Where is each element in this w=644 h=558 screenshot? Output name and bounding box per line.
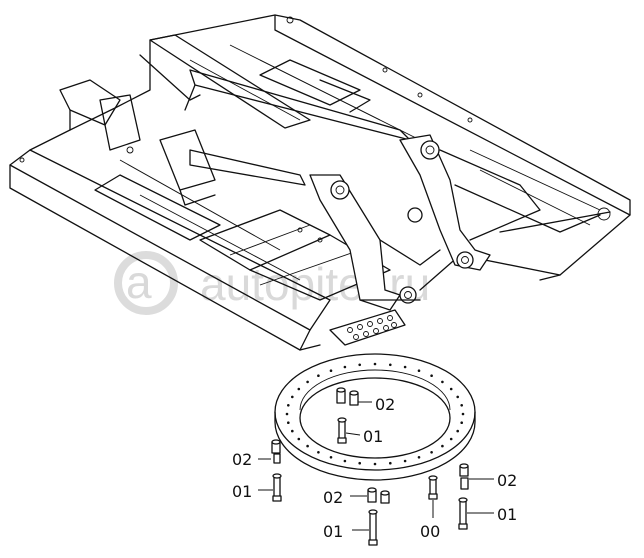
bearing-hole [449, 387, 453, 391]
bearing-hole [389, 461, 392, 465]
nut-left [271, 439, 281, 464]
bearing-hole [461, 412, 465, 416]
bearing-bolt-holes [285, 362, 465, 466]
callout-02-right: 02 [497, 471, 517, 490]
bearing-hole [329, 369, 333, 373]
bearing-hole [291, 395, 294, 399]
fasteners [271, 387, 469, 546]
bolt-right [458, 497, 468, 530]
bearing-hole [373, 362, 377, 366]
callout-01-center: 01 [323, 522, 343, 541]
bearing-hole [358, 363, 362, 367]
bearing-hole [291, 429, 294, 433]
callout-labels: 02 01 02 01 02 01 00 02 01 [232, 395, 517, 541]
bearing-hole [373, 462, 377, 466]
callout-02-center: 02 [323, 488, 343, 507]
bearing-hole [317, 451, 320, 454]
bearing-hole [329, 456, 333, 459]
bearing-hole [306, 380, 309, 384]
nut-upper-a [336, 387, 346, 404]
frame-holes [19, 16, 473, 243]
bearing-hole [389, 363, 392, 367]
bearing-hole [287, 421, 290, 425]
step-plate-holes [347, 315, 397, 340]
bearing-hole [460, 404, 464, 407]
bearing-hole [285, 412, 289, 416]
bearing-hole [306, 444, 309, 448]
callout-02-left: 02 [232, 450, 252, 469]
bolt-upper [337, 417, 347, 444]
bearing-hole [430, 374, 433, 378]
watermark-glyph: a [126, 256, 152, 308]
watermark: a autopiter.ru [114, 251, 430, 315]
bearing-hole [403, 459, 407, 463]
bearing-hole [343, 365, 347, 369]
bearing-hole [317, 374, 320, 378]
bearing-hole [460, 421, 464, 425]
bearing-hole [417, 369, 421, 373]
swing-bearing [274, 353, 476, 481]
bolt-small [428, 475, 438, 500]
bearing-hole [417, 456, 421, 459]
upper-frame [9, 14, 631, 351]
bearing-hole [441, 380, 444, 384]
bearing-hole [297, 387, 301, 391]
bearing-hole [430, 451, 433, 454]
bearing-hole [343, 459, 347, 463]
bearing-hole [287, 404, 290, 407]
bolt-center [368, 509, 378, 546]
bolt-left [272, 473, 282, 502]
callout-02-upper: 02 [375, 395, 395, 414]
leader-lines [258, 401, 494, 531]
callout-00: 00 [420, 522, 440, 541]
callout-01-upper: 01 [363, 427, 383, 446]
bearing-hole [441, 444, 444, 448]
bearing-hole [456, 429, 460, 433]
bearing-hole [358, 461, 362, 465]
bearing-hole [456, 395, 460, 399]
callout-01-left: 01 [232, 482, 252, 501]
bearing-hole [297, 437, 301, 441]
callout-01-right: 01 [497, 505, 517, 524]
nut-upper-b [349, 390, 359, 406]
nut-right [459, 463, 469, 490]
bearing-hole [403, 365, 407, 369]
bearing-hole [449, 437, 453, 441]
nut-center [367, 487, 390, 504]
